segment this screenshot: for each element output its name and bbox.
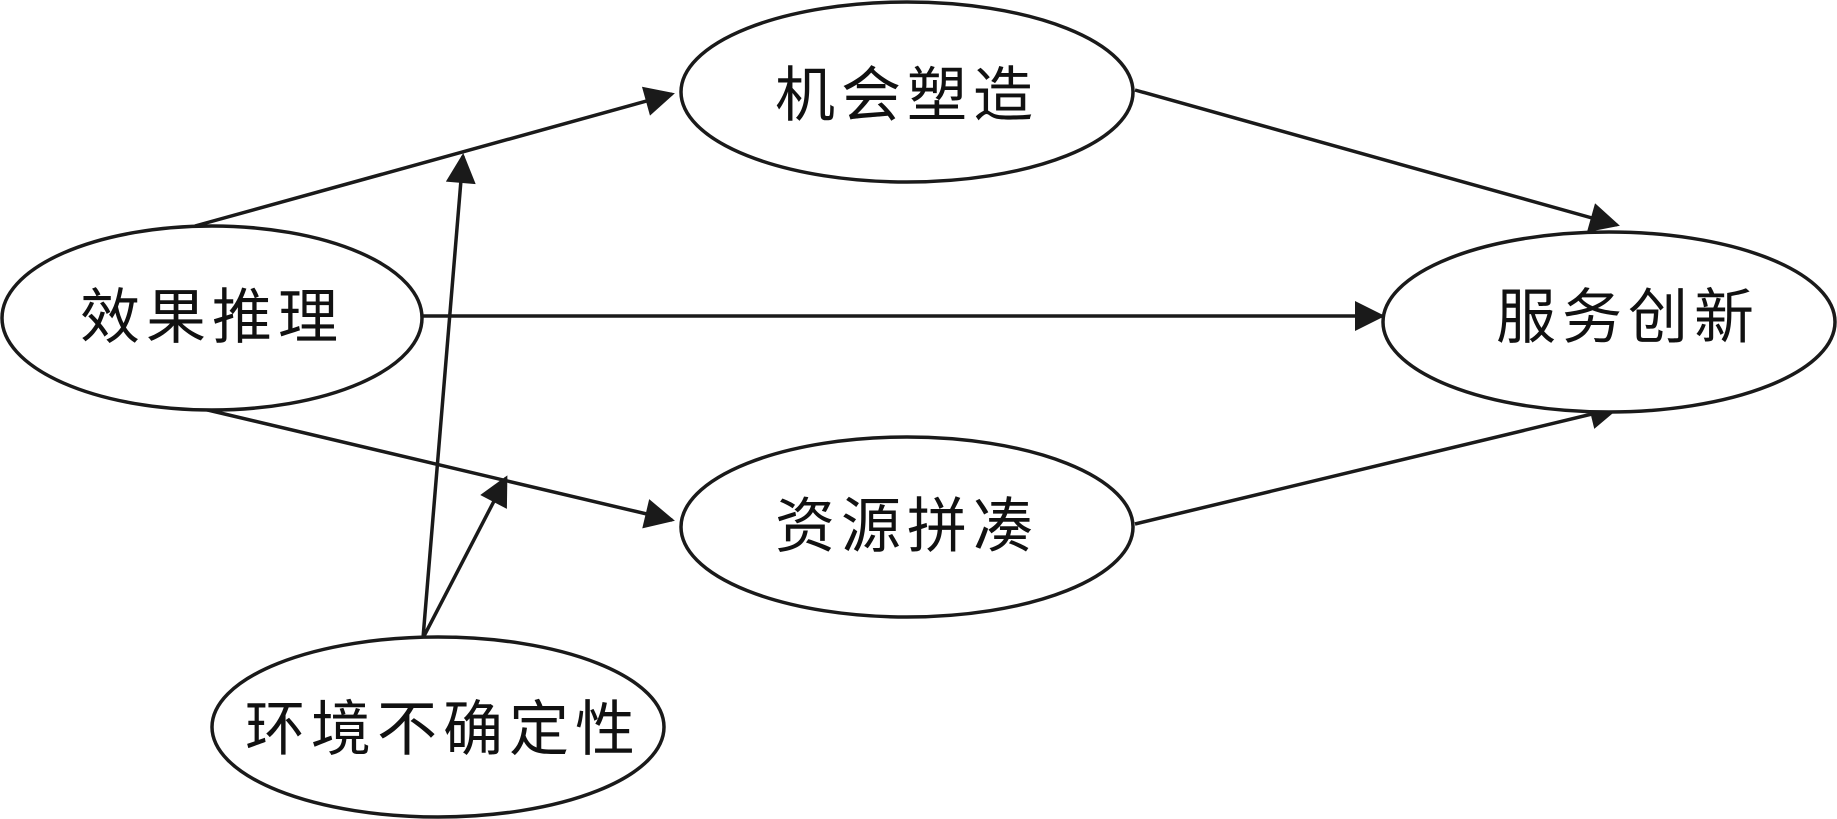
node-label-resource-bricolage: 资源拼凑 bbox=[775, 492, 1039, 562]
edge-effectuation-to-resource-bricolage bbox=[194, 405, 675, 529]
node-service-innovation: 服务创新 bbox=[1381, 230, 1837, 414]
node-ellipse bbox=[0, 224, 424, 412]
edge-effectuation-to-opportunity bbox=[194, 86, 675, 228]
node-resource-bricolage: 资源拼凑 bbox=[679, 435, 1135, 619]
node-label-environmental-uncertainty: 环境不确定性 bbox=[245, 695, 641, 765]
node-label-service-innovation: 服务创新 bbox=[1496, 283, 1760, 353]
edge-opportunity-to-service-innovation bbox=[1134, 88, 1620, 233]
edge-uncertainty-moderates-bricolage-path bbox=[421, 475, 508, 639]
node-effectuation: 效果推理 bbox=[0, 224, 424, 412]
node-label-effectuation: 效果推理 bbox=[80, 283, 344, 353]
node-ellipse bbox=[1381, 230, 1837, 414]
edges bbox=[194, 86, 1620, 639]
node-opportunity-shaping: 机会塑造 bbox=[679, 0, 1135, 184]
node-ellipse bbox=[210, 635, 666, 819]
edge-uncertainty-moderates-opportunity-path bbox=[421, 153, 476, 639]
node-label-opportunity-shaping: 机会塑造 bbox=[775, 61, 1039, 131]
node-ellipse bbox=[679, 435, 1135, 619]
node-ellipse bbox=[679, 0, 1135, 184]
edge-resource-bricolage-to-service-innovation bbox=[1134, 399, 1620, 526]
node-environmental-uncertainty: 环境不确定性 bbox=[210, 635, 666, 819]
